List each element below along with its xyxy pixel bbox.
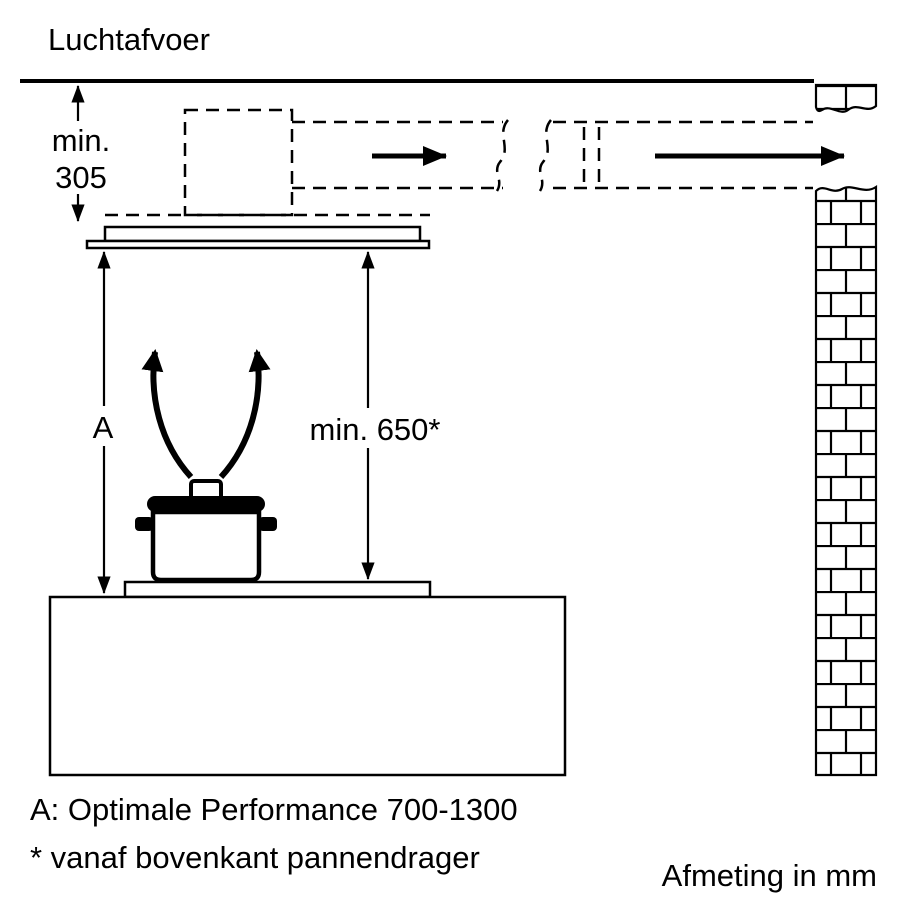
cooking-pot: [135, 479, 277, 583]
dim-a-label-plate: [86, 406, 121, 446]
dim-a-label: A: [93, 410, 114, 445]
steam-arrow-right: [218, 349, 271, 480]
cooktop: [123, 580, 432, 599]
duct-section-2: [538, 119, 845, 192]
pot-body: [150, 509, 262, 583]
legend-line-a: A: Optimale Performance 700-1300: [30, 792, 518, 827]
brick-wall: [814, 83, 878, 777]
dimension-a: A: [86, 250, 121, 595]
dim-305-label-plate: [47, 121, 116, 194]
diagram-title: Luchtafvoer: [48, 22, 210, 57]
brick-wall-lower: [814, 184, 878, 777]
steam-arrows: [141, 349, 271, 480]
brick-wall-upper: [814, 83, 878, 113]
dim-650-label-plate: [294, 408, 456, 448]
steam-arrow-left: [141, 349, 194, 480]
dim-305-label-line2: 305: [55, 160, 107, 195]
pot-handle-right: [259, 517, 277, 531]
dimension-min-650: min. 650*: [294, 250, 456, 581]
pot-lid: [147, 496, 265, 512]
pot-handle-left: [135, 517, 153, 531]
units-note: Afmeting in mm: [662, 858, 877, 893]
hood-body: [85, 225, 431, 250]
duct1-break-squiggle: [495, 119, 510, 192]
chimney-dashed-outline: [183, 108, 294, 217]
dim-305-label-line1: min.: [52, 123, 111, 158]
dim-650-label: min. 650*: [310, 412, 441, 447]
duct2-break-squiggle: [538, 119, 553, 192]
legend-line-star: * vanaf bovenkant pannendrager: [30, 840, 480, 875]
hood-panel-top: [103, 225, 422, 243]
duct-section-1: [292, 119, 510, 192]
counter-cabinet: [48, 595, 567, 777]
dimension-min-305: min. 305: [47, 84, 116, 223]
hood-panel-lip: [85, 239, 431, 250]
